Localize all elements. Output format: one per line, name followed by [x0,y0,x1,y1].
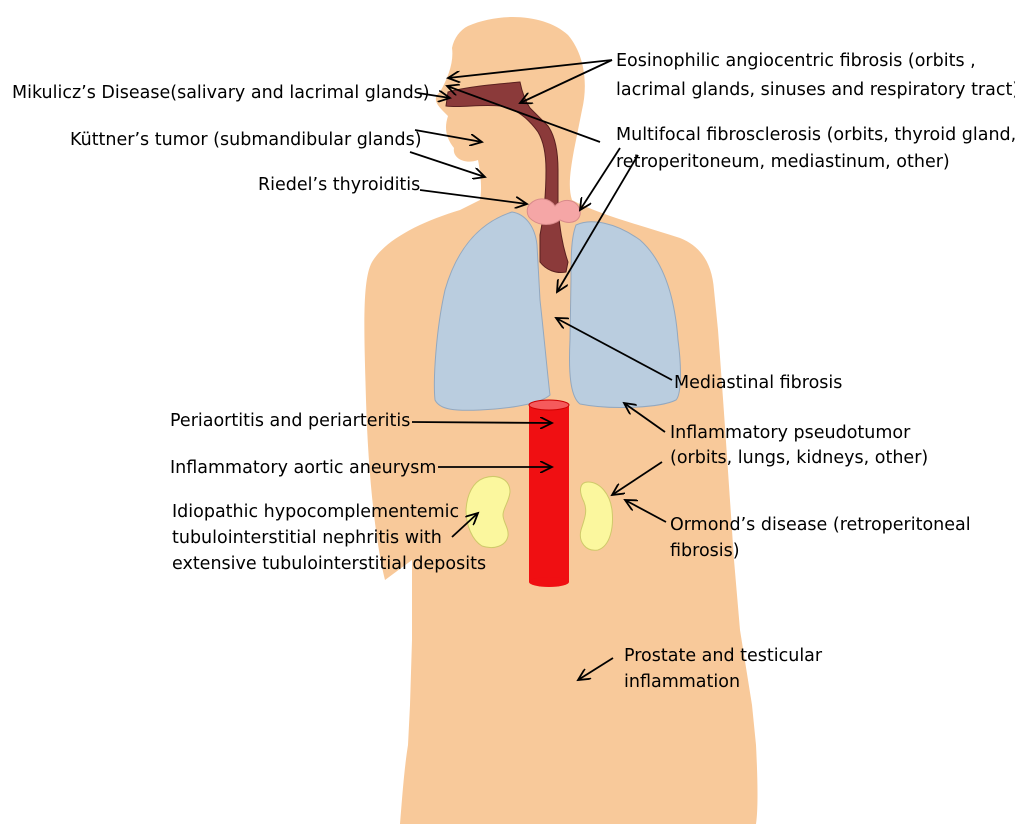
aorta [529,400,569,587]
label-ormond-line1: Ormond’s disease (retroperitoneal [670,515,971,535]
left-kidney [466,477,510,548]
label-periaortitis: Periaortitis and periarteritis [170,411,410,431]
label-riedel: Riedel’s thyroiditis [258,175,420,195]
label-prostate-line1: Prostate and testicular [624,646,823,666]
label-multifocal-line2: retroperitoneum, mediastinum, other) [616,152,950,172]
label-eosinophilic-line1: Eosinophilic angiocentric fibrosis (orbi… [616,51,976,71]
label-ormond-line2: fibrosis) [670,541,740,561]
label-pseudotumor-line1: Inflammatory pseudotumor [670,423,911,443]
arrow-multifocal-2 [580,148,620,210]
label-aortic-aneurysm: Inflammatory aortic aneurysm [170,458,436,478]
label-nephritis-line3: extensive tubulointerstitial deposits [172,554,486,574]
label-kuttner: Küttner’s tumor (submandibular glands) [70,130,422,150]
arrow-periaortitis [412,422,552,423]
label-pseudotumor-line2: (orbits, lungs, kidneys, other) [670,448,928,468]
label-multifocal-line1: Multifocal fibrosclerosis (orbits, thyro… [616,125,1015,145]
label-nephritis-line1: Idiopathic hypocomplementemic [172,502,459,522]
label-mediastinal: Mediastinal fibrosis [674,373,842,393]
label-nephritis-line2: tubulointerstitial nephritis with [172,528,442,548]
label-prostate-line2: inflammation [624,672,740,692]
label-eosinophilic-line2: lacrimal glands, sinuses and respiratory… [616,80,1015,100]
label-mikulicz: Mikulicz’s Disease(salivary and lacrimal… [12,83,430,103]
